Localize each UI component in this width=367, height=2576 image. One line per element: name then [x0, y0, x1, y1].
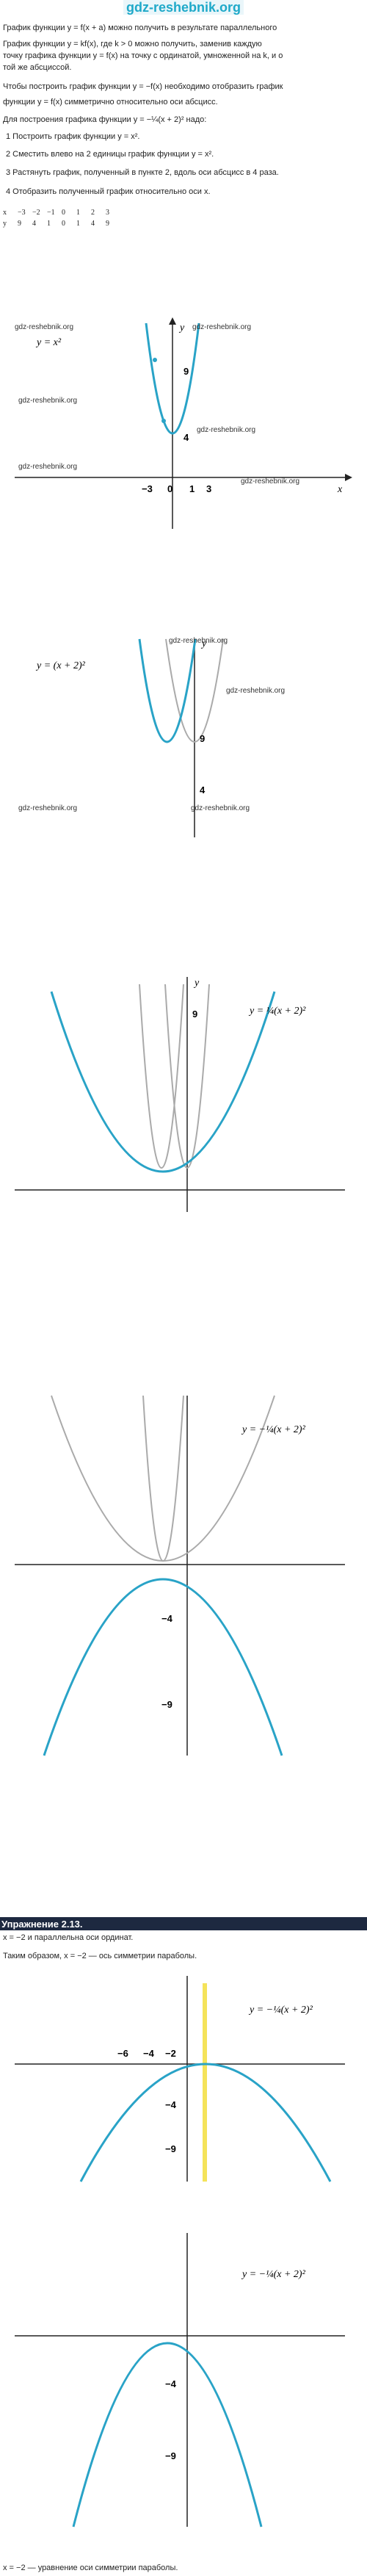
tick-label: −9	[161, 1699, 172, 1710]
table-cell: 9	[18, 220, 21, 228]
value-table-x-row: x −3 −2 −1 0 1 2 3	[3, 208, 120, 218]
step-1: 1 Построить график функции y = x².	[6, 132, 140, 141]
graph-1: x y −3 0 1 3 4 9 y = x²	[15, 317, 352, 529]
ghost-curve	[165, 638, 224, 743]
graph-label: y = −¼(x + 2)²	[241, 1424, 306, 1435]
tick-label: −4	[165, 2378, 177, 2389]
ghost-curve	[164, 984, 210, 1169]
table-cell: −3	[18, 209, 26, 217]
tick-label: 3	[206, 483, 211, 494]
intro-p1: График функции y = f(x + a) можно получи…	[3, 24, 277, 32]
step-3: 3 Растянуть график, полученный в пункте …	[6, 168, 279, 177]
table-cell: 4	[91, 220, 95, 228]
table-cell: −1	[47, 209, 55, 217]
graph-label: y = −¼(x + 2)²	[241, 2269, 306, 2280]
tick-label: 4	[184, 432, 189, 443]
graph-label: y = (x + 2)²	[35, 660, 86, 671]
y-axis-arrow	[169, 317, 176, 325]
step-2: 2 Сместить влево на 2 единицы график фун…	[6, 150, 214, 159]
y-axis-label: y	[193, 978, 200, 989]
symmetry-axis-highlight	[203, 1983, 207, 2182]
parabola-curve	[50, 991, 276, 1173]
watermark: gdz-reshebnik.org	[192, 323, 252, 331]
parabola-curve	[79, 2063, 332, 2182]
tick-label: −9	[165, 2450, 176, 2461]
table-cell: 3	[106, 209, 109, 217]
table-cell: 9	[106, 220, 109, 228]
tick-label: −4	[161, 1613, 173, 1624]
table-cell: 2	[91, 209, 95, 217]
tick-label: 9	[184, 366, 189, 377]
tick-label: 9	[200, 733, 205, 744]
intro-p7: Для построения графика функции y = −¼(x …	[3, 115, 207, 124]
point	[161, 419, 166, 423]
note-2: Таким образом, x = −2 — ось симметрии па…	[3, 1952, 197, 1960]
site-logo[interactable]: gdz-reshebnik.org	[0, 0, 367, 15]
point	[153, 358, 157, 362]
y-axis-label: y	[200, 638, 207, 649]
ghost-curve	[139, 984, 184, 1169]
table-cell: 1	[76, 209, 80, 217]
table-y-label: y	[3, 220, 7, 228]
table-cell: 4	[32, 220, 36, 228]
graph-5: y = −¼(x + 2)² −6 −4 −2 −4 −9	[15, 1976, 345, 2182]
tick-label: −4	[143, 2048, 155, 2059]
watermark: gdz-reshebnik.org	[15, 323, 74, 331]
watermark: gdz-reshebnik.org	[18, 804, 78, 812]
ghost-curve	[51, 1395, 275, 1562]
watermark: gdz-reshebnik.org	[241, 477, 300, 486]
watermark: gdz-reshebnik.org	[18, 397, 78, 405]
parabola-curve	[145, 322, 200, 435]
parabola-curve	[43, 1578, 283, 1756]
tick-label: −3	[142, 483, 153, 494]
tick-label: −6	[117, 2048, 128, 2059]
parabola-curve	[138, 638, 197, 743]
graph-2: y 9 4 y = (x + 2)²	[35, 638, 224, 837]
graph-6: y = −¼(x + 2)² −4 −9	[15, 2233, 345, 2528]
tick-label: −9	[165, 2143, 176, 2154]
table-cell: 0	[62, 209, 65, 217]
watermark: gdz-reshebnik.org	[226, 687, 286, 695]
tick-label: 0	[167, 483, 172, 494]
value-table-y-row: y 9 4 1 0 1 4 9	[3, 219, 120, 229]
ghost-curve	[142, 1395, 184, 1562]
intro-p6: функции y = f(x) симметрично относительн…	[3, 98, 218, 107]
step-4: 4 Отобразить полученный график относител…	[6, 187, 211, 196]
tick-label: 1	[189, 483, 195, 494]
tick-label: −2	[165, 2048, 176, 2059]
graph-3: y y = ¼(x + 2)² 9	[15, 977, 345, 1212]
x-axis-arrow	[345, 474, 352, 481]
table-cell: 1	[47, 220, 51, 228]
intro-p5: Чтобы построить график функции y = −f(x)…	[3, 82, 283, 91]
watermark: gdz-reshebnik.org	[191, 804, 250, 812]
graph-label: y = −¼(x + 2)²	[248, 2005, 313, 2016]
graph-label: y = x²	[35, 337, 62, 348]
table-x-label: x	[3, 209, 7, 217]
watermark: gdz-reshebnik.org	[18, 463, 78, 471]
watermark: gdz-reshebnik.org	[169, 637, 228, 645]
table-cell: 1	[76, 220, 80, 228]
note-3: x = −2 — уравнение оси симметрии парабол…	[3, 2564, 178, 2572]
tick-label: 9	[192, 1009, 197, 1020]
x-axis-label: x	[337, 484, 343, 495]
intro-p3: точку графика функции y = f(x) на точку …	[3, 51, 283, 60]
tick-label: −4	[165, 2099, 177, 2110]
graph-4: y = −¼(x + 2)² −4 −9	[15, 1395, 345, 1756]
watermark: gdz-reshebnik.org	[197, 426, 256, 434]
note-1: x = −2 и параллельна оси ординат.	[3, 1933, 134, 1942]
table-cell: −2	[32, 209, 40, 217]
table-cell: 0	[62, 220, 65, 228]
graph-label: y = ¼(x + 2)²	[248, 1006, 306, 1017]
tick-label: 4	[200, 784, 206, 795]
intro-p2: График функции y = kf(x), где k > 0 можн…	[3, 40, 262, 48]
intro-p4: той же абсциссой.	[3, 63, 72, 72]
section-header: Упражнение 2.13.	[1, 1919, 83, 1930]
section-header-bar	[0, 1917, 367, 1930]
parabola-curve	[72, 2342, 263, 2528]
y-axis-label: y	[178, 322, 185, 333]
